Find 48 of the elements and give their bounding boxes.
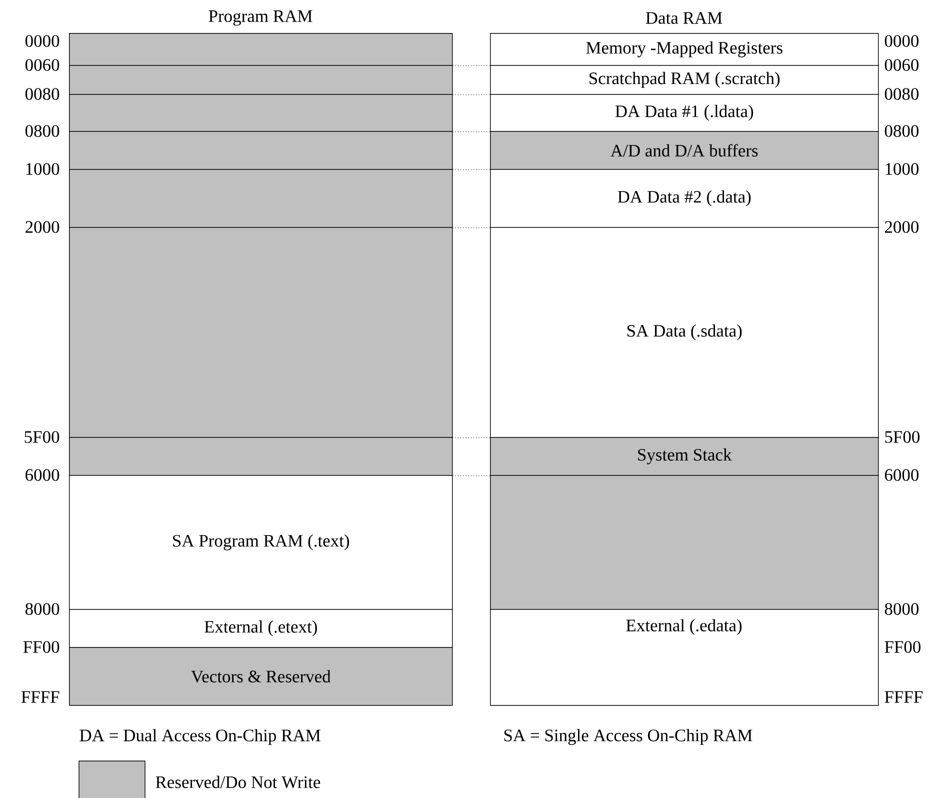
- guide-line: [452, 169, 490, 170]
- guide-line: [452, 437, 490, 438]
- memory-region: External (.edata): [490, 609, 879, 706]
- address-label: 0060: [25, 59, 60, 71]
- address-label: 5F00: [24, 431, 60, 443]
- address-label: 8000: [25, 603, 60, 615]
- reserved-region: [69, 169, 453, 228]
- reserved-region: Vectors & Reserved: [69, 647, 453, 706]
- reserved-region: A/D and D/A buffers: [490, 131, 879, 170]
- memory-region: DA Data #1 (.ldata): [490, 94, 879, 132]
- reserved-region: System Stack: [490, 437, 879, 476]
- guide-line: [452, 227, 490, 228]
- note: SA = Single Access On-Chip RAM: [504, 729, 752, 745]
- memory-region: External (.etext): [69, 609, 453, 648]
- guide-line: [452, 65, 490, 66]
- reserved-region: [69, 65, 453, 95]
- column-title: Data RAM: [646, 12, 722, 24]
- reserved-region: [69, 94, 453, 132]
- address-label: FFFF: [21, 691, 60, 703]
- address-label: 0800: [884, 125, 919, 137]
- memory-region: DA Data #2 (.data): [490, 169, 879, 228]
- address-label: 2000: [26, 221, 60, 233]
- address-label: 0080: [25, 88, 60, 100]
- column-title: Program RAM: [208, 10, 312, 26]
- address-label: 2000: [884, 221, 919, 233]
- address-label: 0060: [884, 59, 919, 71]
- address-label: 6000: [884, 469, 919, 481]
- address-label: 5F00: [885, 431, 920, 443]
- address-label: 0000: [25, 35, 60, 47]
- address-label: 1000: [886, 163, 919, 175]
- guide-line: [452, 475, 490, 476]
- address-label: 0000: [884, 35, 919, 47]
- guide-line: [452, 131, 490, 132]
- memory-region: Memory -Mapped Registers: [490, 33, 879, 66]
- note: DA = Dual Access On-Chip RAM: [80, 729, 320, 745]
- guide-line: [452, 94, 490, 95]
- address-label: 8000: [884, 603, 919, 615]
- address-label: FF00: [884, 641, 920, 653]
- address-label: 0800: [25, 125, 60, 137]
- address-label: 0080: [884, 88, 919, 100]
- legend-label: Reserved/Do Not Write: [156, 776, 320, 788]
- memory-region: Scratchpad RAM (.scratch): [490, 65, 879, 95]
- address-label: 1000: [26, 163, 60, 175]
- address-label: FF00: [23, 641, 60, 653]
- reserved-region: [69, 131, 453, 170]
- reserved-region: [69, 437, 453, 476]
- address-label: 6000: [26, 469, 60, 481]
- reserved-region: [69, 33, 453, 66]
